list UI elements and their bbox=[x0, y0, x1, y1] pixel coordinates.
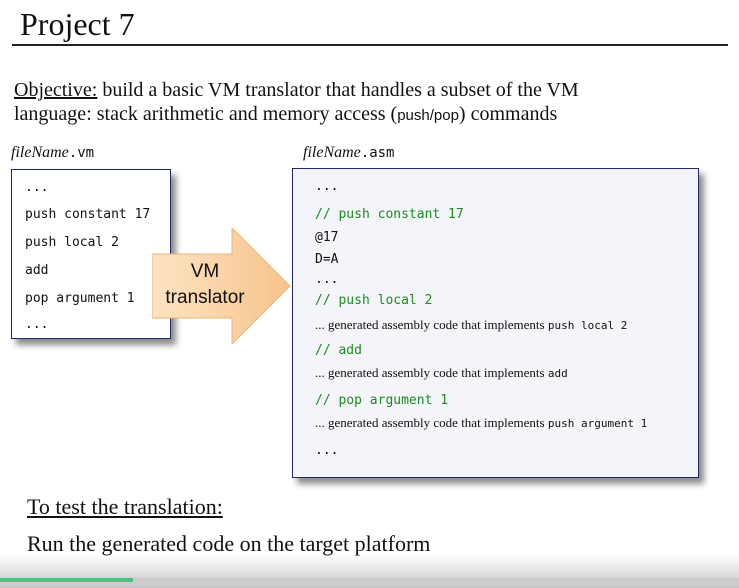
vm-code-line: push local 2 bbox=[25, 235, 119, 250]
asm-description: ... generated assembly code that impleme… bbox=[315, 365, 568, 381]
asm-description-code: push local 2 bbox=[547, 319, 628, 332]
video-bottom-gradient bbox=[0, 555, 739, 588]
objective-lead: Objective: bbox=[14, 79, 98, 101]
vm-filename-ext: .vm bbox=[68, 145, 95, 161]
asm-filename-name: fileName bbox=[303, 144, 361, 161]
asm-comment: // pop argument 1 bbox=[315, 393, 449, 408]
title-divider bbox=[12, 44, 728, 46]
asm-description-text: ... generated assembly code that impleme… bbox=[315, 317, 548, 332]
objective-line2-post: ) commands bbox=[458, 103, 558, 125]
translator-label-line2: translator bbox=[165, 287, 245, 308]
objective-line1: build a basic VM translator that handles… bbox=[97, 79, 579, 101]
asm-description: ... generated assembly code that impleme… bbox=[315, 415, 647, 431]
objective-line2-pre: language: stack arithmetic and memory ac… bbox=[14, 103, 398, 125]
slide-title: Project 7 bbox=[20, 6, 135, 42]
asm-description: ... generated assembly code that impleme… bbox=[315, 317, 627, 333]
translator-arrow-icon bbox=[152, 228, 291, 344]
asm-comment: // push local 2 bbox=[315, 293, 433, 308]
vm-code-line: add bbox=[25, 263, 49, 278]
asm-ellipsis: ... bbox=[315, 443, 339, 458]
asm-description-text: ... generated assembly code that impleme… bbox=[315, 365, 548, 380]
vm-filename-label: fileName.vm bbox=[11, 144, 94, 162]
asm-code-line: D=A bbox=[315, 252, 339, 267]
video-progress-fill bbox=[0, 578, 134, 582]
asm-code-line: @17 bbox=[315, 230, 339, 245]
vm-code-line: push constant 17 bbox=[25, 207, 151, 222]
vm-code-line: pop argument 1 bbox=[25, 291, 135, 306]
asm-code-box: ... // push constant 17 @17 D=A ... // p… bbox=[292, 168, 699, 478]
asm-filename-ext: .asm bbox=[360, 145, 395, 161]
vm-filename-name: fileName bbox=[11, 144, 69, 161]
objective-text: Objective: build a basic VM translator t… bbox=[14, 78, 714, 128]
test-heading: To test the translation: bbox=[27, 494, 223, 519]
video-progress-bar[interactable] bbox=[0, 578, 739, 582]
vm-code-box: ... push constant 17 push local 2 add po… bbox=[11, 169, 171, 339]
asm-comment: // push constant 17 bbox=[315, 207, 464, 222]
asm-ellipsis: ... bbox=[315, 272, 339, 287]
test-body: Run the generated code on the target pla… bbox=[27, 531, 431, 556]
asm-description-code: push argument 1 bbox=[547, 417, 648, 430]
asm-ellipsis: ... bbox=[315, 179, 339, 194]
vm-code-line: ... bbox=[25, 317, 49, 332]
asm-description-code: add bbox=[547, 367, 568, 380]
vm-code-line: ... bbox=[25, 180, 49, 195]
asm-filename-label: fileName.asm bbox=[303, 144, 394, 162]
objective-line2-code: push/pop bbox=[397, 107, 459, 124]
asm-comment: // add bbox=[315, 343, 362, 358]
asm-description-text: ... generated assembly code that impleme… bbox=[315, 415, 548, 430]
translator-label-line1: VM bbox=[190, 261, 220, 282]
